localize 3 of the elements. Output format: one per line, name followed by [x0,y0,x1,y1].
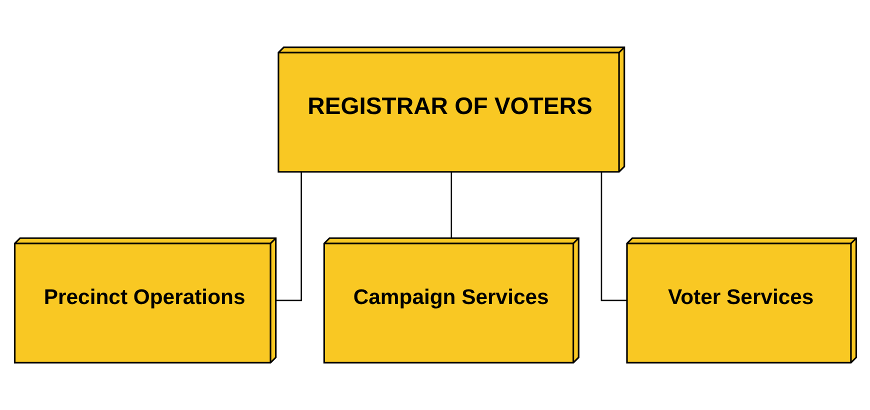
connector [600,172,626,302]
connector [275,172,302,302]
connector [450,172,452,238]
